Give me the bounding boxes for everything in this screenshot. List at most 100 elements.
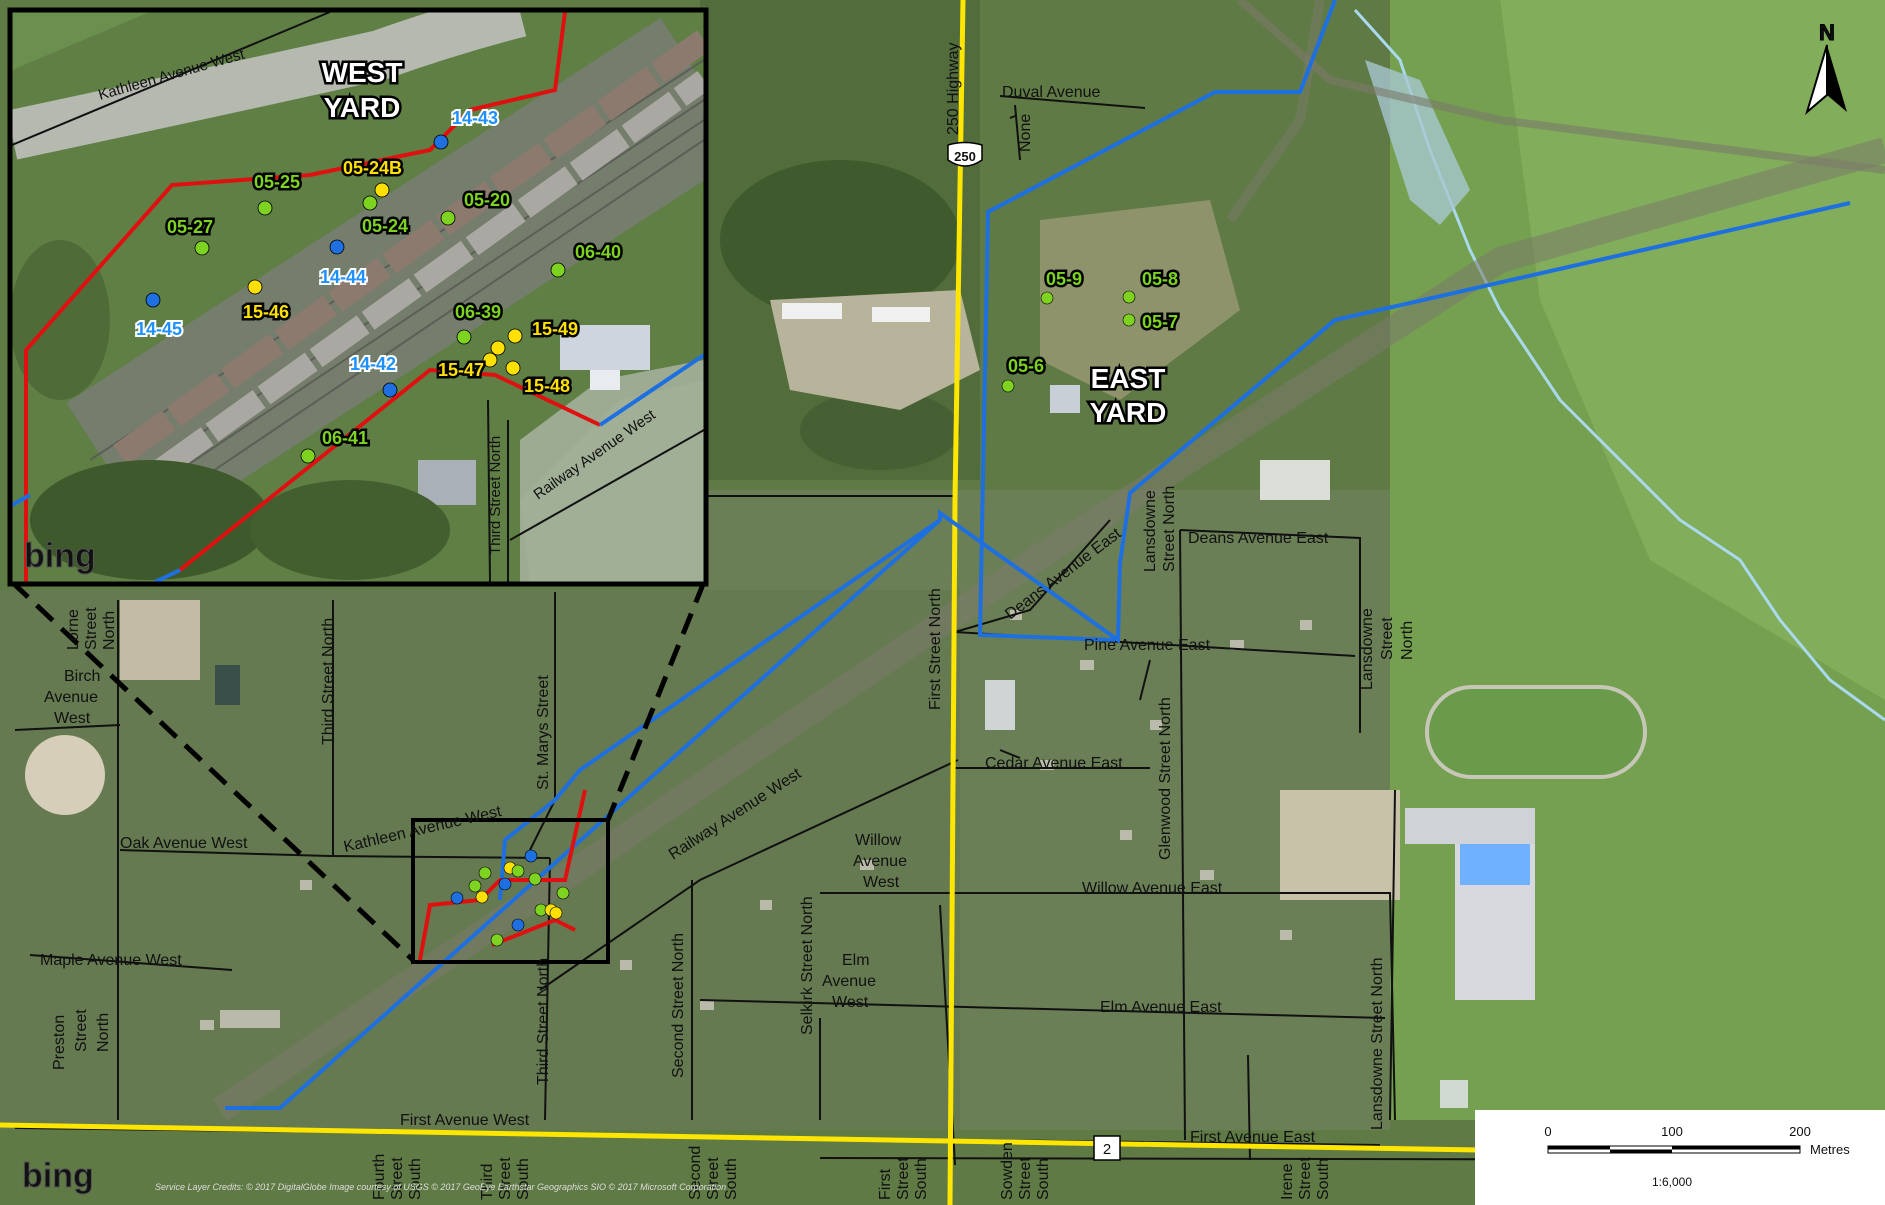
main-inset-points [450, 849, 570, 947]
road-label-birch-2: Avenue [44, 689, 98, 706]
road-label-elm-west-3: West [832, 994, 869, 1011]
road-label-third-st-n: Third Street North [320, 618, 337, 745]
sample-point[interactable] [362, 195, 378, 211]
road-label-lansdowne-3: Lansdowne Street North [1369, 957, 1386, 1130]
road-label-fourth-2: Street [389, 1157, 406, 1200]
scale-ratio: 1:6,000 [1652, 1175, 1692, 1189]
road-label-birch-3: West [54, 710, 91, 727]
road-label-preston-3: North [95, 1013, 112, 1052]
bing-logo-inset: bing [24, 537, 96, 575]
inset-sample-points: 14-43 05-24B 05-25 05-27 05-24 05-20 14-… [134, 106, 624, 464]
sample-point[interactable] [440, 210, 456, 226]
west-yard-title-2: YARD [324, 92, 401, 123]
east-yard-points: 05-9 05-8 05-7 05-6 [1001, 267, 1181, 393]
highway-shield-2: 2 [1093, 1135, 1121, 1161]
sample-label: 06-40 [575, 242, 621, 262]
inset-leader-left [10, 580, 415, 962]
sample-point[interactable] [550, 262, 566, 278]
sample-label: 06-41 [322, 428, 368, 448]
sample-point[interactable] [257, 200, 273, 216]
road-label-glenwood: Glenwood Street North [1157, 697, 1174, 860]
road-label-selkirk: Selkirk Street North [799, 896, 816, 1035]
inset-frame [7, 7, 709, 587]
sample-label: 14-44 [320, 267, 366, 287]
road-label-lorne-3: North [101, 611, 118, 650]
sample-point[interactable] [1122, 313, 1136, 327]
sample-point[interactable] [482, 352, 498, 368]
scale-tick-0: 0 [1544, 1124, 1551, 1139]
sample-point[interactable] [490, 340, 506, 356]
north-arrow-label: N [1819, 20, 1835, 45]
sample-point[interactable] [145, 292, 161, 308]
road-label-lansdowne-1: Lansdowne [1142, 490, 1159, 572]
sample-label: 15-49 [532, 319, 578, 339]
shield-2-text: 2 [1103, 1141, 1111, 1158]
sample-label: 05-7 [1142, 312, 1178, 332]
road-label-third-st-n-2: Third Street North [535, 958, 552, 1085]
sample-point[interactable] [1122, 290, 1136, 304]
road-label-first-st-n: First Street North [927, 588, 944, 710]
scale-bar: 0 100 200 Metres 1:6,000 [1475, 1110, 1885, 1205]
road-label-lorne-1: Lorne [65, 609, 82, 650]
road-label-lorne-2: Street [83, 607, 100, 650]
scale-tick-100: 100 [1661, 1124, 1683, 1139]
north-arrow: N [1805, 20, 1847, 115]
road-label-sowden-1: Sowden [999, 1142, 1016, 1200]
road-label-elm-west-2: Avenue [822, 973, 876, 990]
sample-label: 05-27 [167, 217, 213, 237]
west-yard-boundary-small [418, 789, 587, 961]
sample-point[interactable] [1001, 379, 1015, 393]
road-label-sowden-3: South [1035, 1158, 1052, 1200]
sample-point[interactable] [505, 360, 521, 376]
sample-label: 05-9 [1046, 269, 1082, 289]
road-label-first-ave-east: First Avenue East [1190, 1129, 1316, 1146]
road-label-irene-3: South [1315, 1158, 1332, 1200]
road-label-second-s-2: Street [705, 1157, 722, 1200]
sample-point[interactable] [194, 240, 210, 256]
sample-point[interactable] [300, 448, 316, 464]
road-label-willow-west-3: West [863, 874, 900, 891]
sample-point[interactable] [329, 239, 345, 255]
road-label-lansdowne-2b: Street [1379, 617, 1396, 660]
sample-label: 05-24B [343, 158, 402, 178]
sample-label: 14-45 [136, 319, 182, 339]
road-label-elm-west-1: Elm [842, 952, 870, 969]
road-label-lansdowne-2c: North [1399, 621, 1416, 660]
road-label-first-s-3: South [913, 1158, 930, 1200]
sample-label: 06-39 [455, 302, 501, 322]
inset-road-label-third-st-n: Third Street North [487, 436, 504, 555]
road-label-cedar-east: Cedar Avenue East [985, 755, 1123, 772]
road-label-lansdowne-2: Lansdowne [1359, 608, 1376, 690]
road-label-willow-west-2: Avenue [853, 853, 907, 870]
road-label-oak: Oak Avenue West [120, 835, 248, 852]
sample-point[interactable] [507, 328, 523, 344]
sample-point[interactable] [1040, 291, 1054, 305]
road-label-fourth-3: South [407, 1158, 424, 1200]
sample-point[interactable] [382, 382, 398, 398]
road-label-preston-1: Preston [51, 1015, 68, 1070]
road-label-deans-east-2: Deans Avenue East [1188, 530, 1329, 547]
road-label-third-s-3: South [515, 1158, 532, 1200]
sample-point[interactable] [247, 279, 263, 295]
road-label-pine-east: Pine Avenue East [1084, 637, 1211, 654]
sample-label: 14-43 [452, 108, 498, 128]
road-label-duval: Duval Avenue [1002, 84, 1101, 101]
road-label-fourth-1: Fourth [371, 1154, 388, 1200]
sample-point[interactable] [456, 329, 472, 345]
sample-point[interactable] [433, 134, 449, 150]
road-label-second-s-1: Second [687, 1146, 704, 1200]
scale-units: Metres [1810, 1142, 1850, 1157]
east-yard-title-2: YARD [1090, 397, 1167, 428]
road-label-elm-east: Elm Avenue East [1100, 999, 1222, 1016]
road-label-willow-east: Willow Avenue East [1082, 880, 1223, 897]
sample-label: 05-8 [1142, 269, 1178, 289]
imagery-credits: Service Layer Credits: © 2017 DigitalGlo… [155, 1182, 726, 1192]
road-label-first-s-2: Street [895, 1157, 912, 1200]
road-labels: Duval Avenue None 250 Highway First Stre… [40, 43, 1416, 1201]
road-label-third-s-1: Third [479, 1164, 496, 1200]
inset-leader-right [605, 581, 707, 821]
sample-point[interactable] [374, 182, 390, 198]
road-label-250-highway: 250 Highway [945, 43, 962, 136]
highway-shield-250: 250 [947, 141, 983, 167]
sample-label: 05-25 [254, 172, 300, 192]
